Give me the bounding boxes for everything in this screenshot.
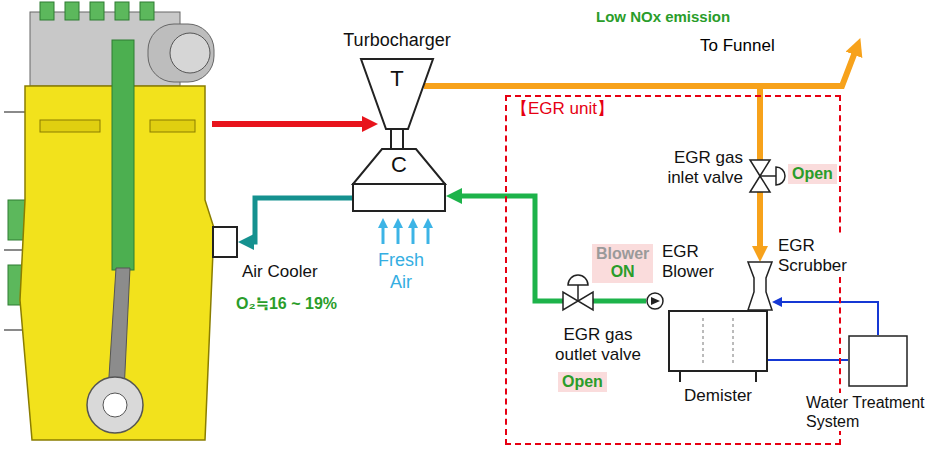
engine-illustration xyxy=(4,2,214,440)
air-cooler-shape xyxy=(212,226,238,258)
valve-symbol xyxy=(750,160,770,176)
inlet-valve: EGR gas inlet valve xyxy=(750,160,770,192)
demister-shape xyxy=(733,318,734,364)
water-treatment-shape xyxy=(849,336,907,386)
valve-symbol xyxy=(760,175,776,177)
status-text: Open xyxy=(792,165,833,183)
valve-symbol xyxy=(568,275,588,285)
compressor: C xyxy=(352,148,446,212)
turbine-letter: T xyxy=(360,66,434,92)
valve-symbol xyxy=(563,291,593,311)
engine-illustration xyxy=(148,24,214,82)
blower-symbol xyxy=(651,297,660,305)
pipe-connector xyxy=(768,359,848,361)
demister-shape xyxy=(703,318,704,364)
component-label: Demister xyxy=(668,386,768,406)
pipe-connector xyxy=(780,302,878,335)
pipe-connector xyxy=(251,198,352,242)
unit-title: 【EGR unit】 xyxy=(511,99,614,119)
pipe-connector xyxy=(459,196,563,301)
compressor-letter: C xyxy=(352,152,446,178)
engine-illustration xyxy=(112,40,134,270)
engine-illustration xyxy=(150,120,195,132)
scrubber: EGR Scrubber xyxy=(748,262,772,310)
component-label: EGR Blower xyxy=(662,242,722,283)
destination-label: To Funnel xyxy=(700,36,775,56)
turbo-shaft xyxy=(402,130,404,148)
valve-symbol xyxy=(750,160,770,192)
demister: Demister xyxy=(668,310,768,372)
engine-illustration xyxy=(40,2,54,20)
fresh-air-arrows xyxy=(397,226,400,244)
component-label: EGR gas outlet valve xyxy=(548,325,648,366)
valve-symbol xyxy=(563,292,578,310)
valve-symbol xyxy=(776,167,785,185)
status-badge: Open xyxy=(558,372,607,392)
component-label: Water Treatment System xyxy=(806,393,936,431)
status-badge: BlowerON xyxy=(592,244,653,283)
scrubber-shape xyxy=(748,262,772,310)
fresh-air-arrows xyxy=(412,226,415,244)
status-text: Open xyxy=(562,373,603,391)
water-treatment-shape xyxy=(848,335,908,387)
pipe-connector xyxy=(593,299,646,304)
outlet-valve: EGR gas outlet valve xyxy=(563,291,593,311)
engine-illustration xyxy=(170,33,210,73)
turbine: TurbochargerT xyxy=(360,58,434,130)
engine-illustration xyxy=(90,2,104,20)
blower-symbol xyxy=(646,292,664,310)
status-badge: Open xyxy=(788,164,837,184)
blower: EGR Blower xyxy=(646,292,664,310)
pipe-connector xyxy=(757,192,763,249)
status-text: Blower xyxy=(596,245,649,263)
component-label: Air Cooler xyxy=(242,262,318,282)
engine-illustration xyxy=(115,2,129,20)
fresh-air-arrows xyxy=(427,226,430,244)
component-label: EGR gas inlet valve xyxy=(651,148,743,189)
demister-shape xyxy=(679,371,681,382)
valve-symbol xyxy=(578,292,593,310)
demister-shape xyxy=(668,310,768,372)
water-treatment-box: Water Treatment System xyxy=(848,335,908,387)
funnel-exhaust-line xyxy=(424,52,855,86)
engine-illustration xyxy=(140,2,154,20)
engine-illustration xyxy=(40,120,100,132)
valve-symbol xyxy=(577,285,579,301)
compressor-shape xyxy=(353,149,445,184)
engine-illustration xyxy=(103,393,127,417)
status-text: ON xyxy=(596,263,649,281)
demister-shape xyxy=(669,311,767,371)
emission-note: Low NOx emission xyxy=(596,8,730,26)
air-cooler-shape xyxy=(213,227,237,257)
exhaust-gas-arrow xyxy=(212,121,364,127)
demister-shape xyxy=(755,371,757,382)
air-cooler: Air Cooler xyxy=(212,226,238,258)
blower-symbol xyxy=(647,293,663,309)
engine-illustration xyxy=(65,2,79,20)
engine-illustration xyxy=(87,377,143,433)
component-label: Turbocharger xyxy=(327,30,467,52)
scrubber-shape xyxy=(748,262,772,310)
fresh-air-arrows xyxy=(383,226,428,244)
compressor-shape xyxy=(353,184,445,211)
oxygen-note: O₂≒16 ~ 19% xyxy=(236,294,337,313)
engine-illustration xyxy=(108,268,130,392)
fresh-air-arrows xyxy=(382,226,385,244)
turbine-shape xyxy=(361,59,433,129)
egr-unit-box: 【EGR unit】EGR gas inlet valveOpenEGR Scr… xyxy=(505,95,841,445)
component-label: EGR Scrubber xyxy=(778,236,850,277)
turbo-shaft xyxy=(390,130,392,148)
valve-symbol xyxy=(750,176,770,192)
air-inlet-label: Fresh Air xyxy=(372,250,430,293)
